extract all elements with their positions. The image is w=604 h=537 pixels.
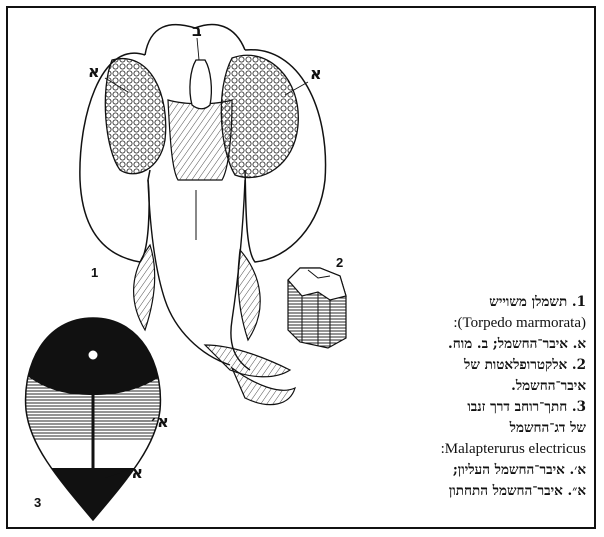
caption-line-5: איבר־החשמל.	[354, 376, 586, 397]
catfish-section-drawing	[20, 318, 170, 530]
caption-line-2: :(Torpedo marmorata)	[354, 313, 586, 334]
label-a-right: א	[310, 66, 322, 82]
figure-2-number: 2	[336, 256, 343, 269]
caption-line-4: 2. אלקטרופלאטות של	[354, 355, 586, 376]
figure-caption: 1. תשמלן משוייש :(Torpedo marmorata) א. …	[354, 292, 586, 502]
figure-3-number: 3	[34, 496, 41, 509]
caption-line-9: א׳. איבר־החשמל העליון;	[354, 460, 586, 481]
caption-line-3: א. איבר־החשמל; ב. מוח.	[354, 334, 586, 355]
label-b-brain: ב	[192, 23, 202, 39]
caption-line-1: 1. תשמלן משוייש	[354, 292, 586, 313]
figure-1-number: 1	[91, 266, 98, 279]
label-a-left: א	[88, 64, 100, 80]
label-a-prime: א׳	[150, 414, 169, 430]
caption-line-8: :Malapterurus electricus	[354, 439, 586, 460]
caption-line-7: של דג־החשמל	[354, 418, 586, 439]
label-a-double-prime: א״	[120, 465, 143, 481]
caption-line-6: 3. חתך־רוחב דרך זנבו	[354, 397, 586, 418]
caption-line-10: א״. איבר־החשמל התחתון	[354, 481, 586, 502]
electroplates-drawing	[288, 268, 346, 348]
